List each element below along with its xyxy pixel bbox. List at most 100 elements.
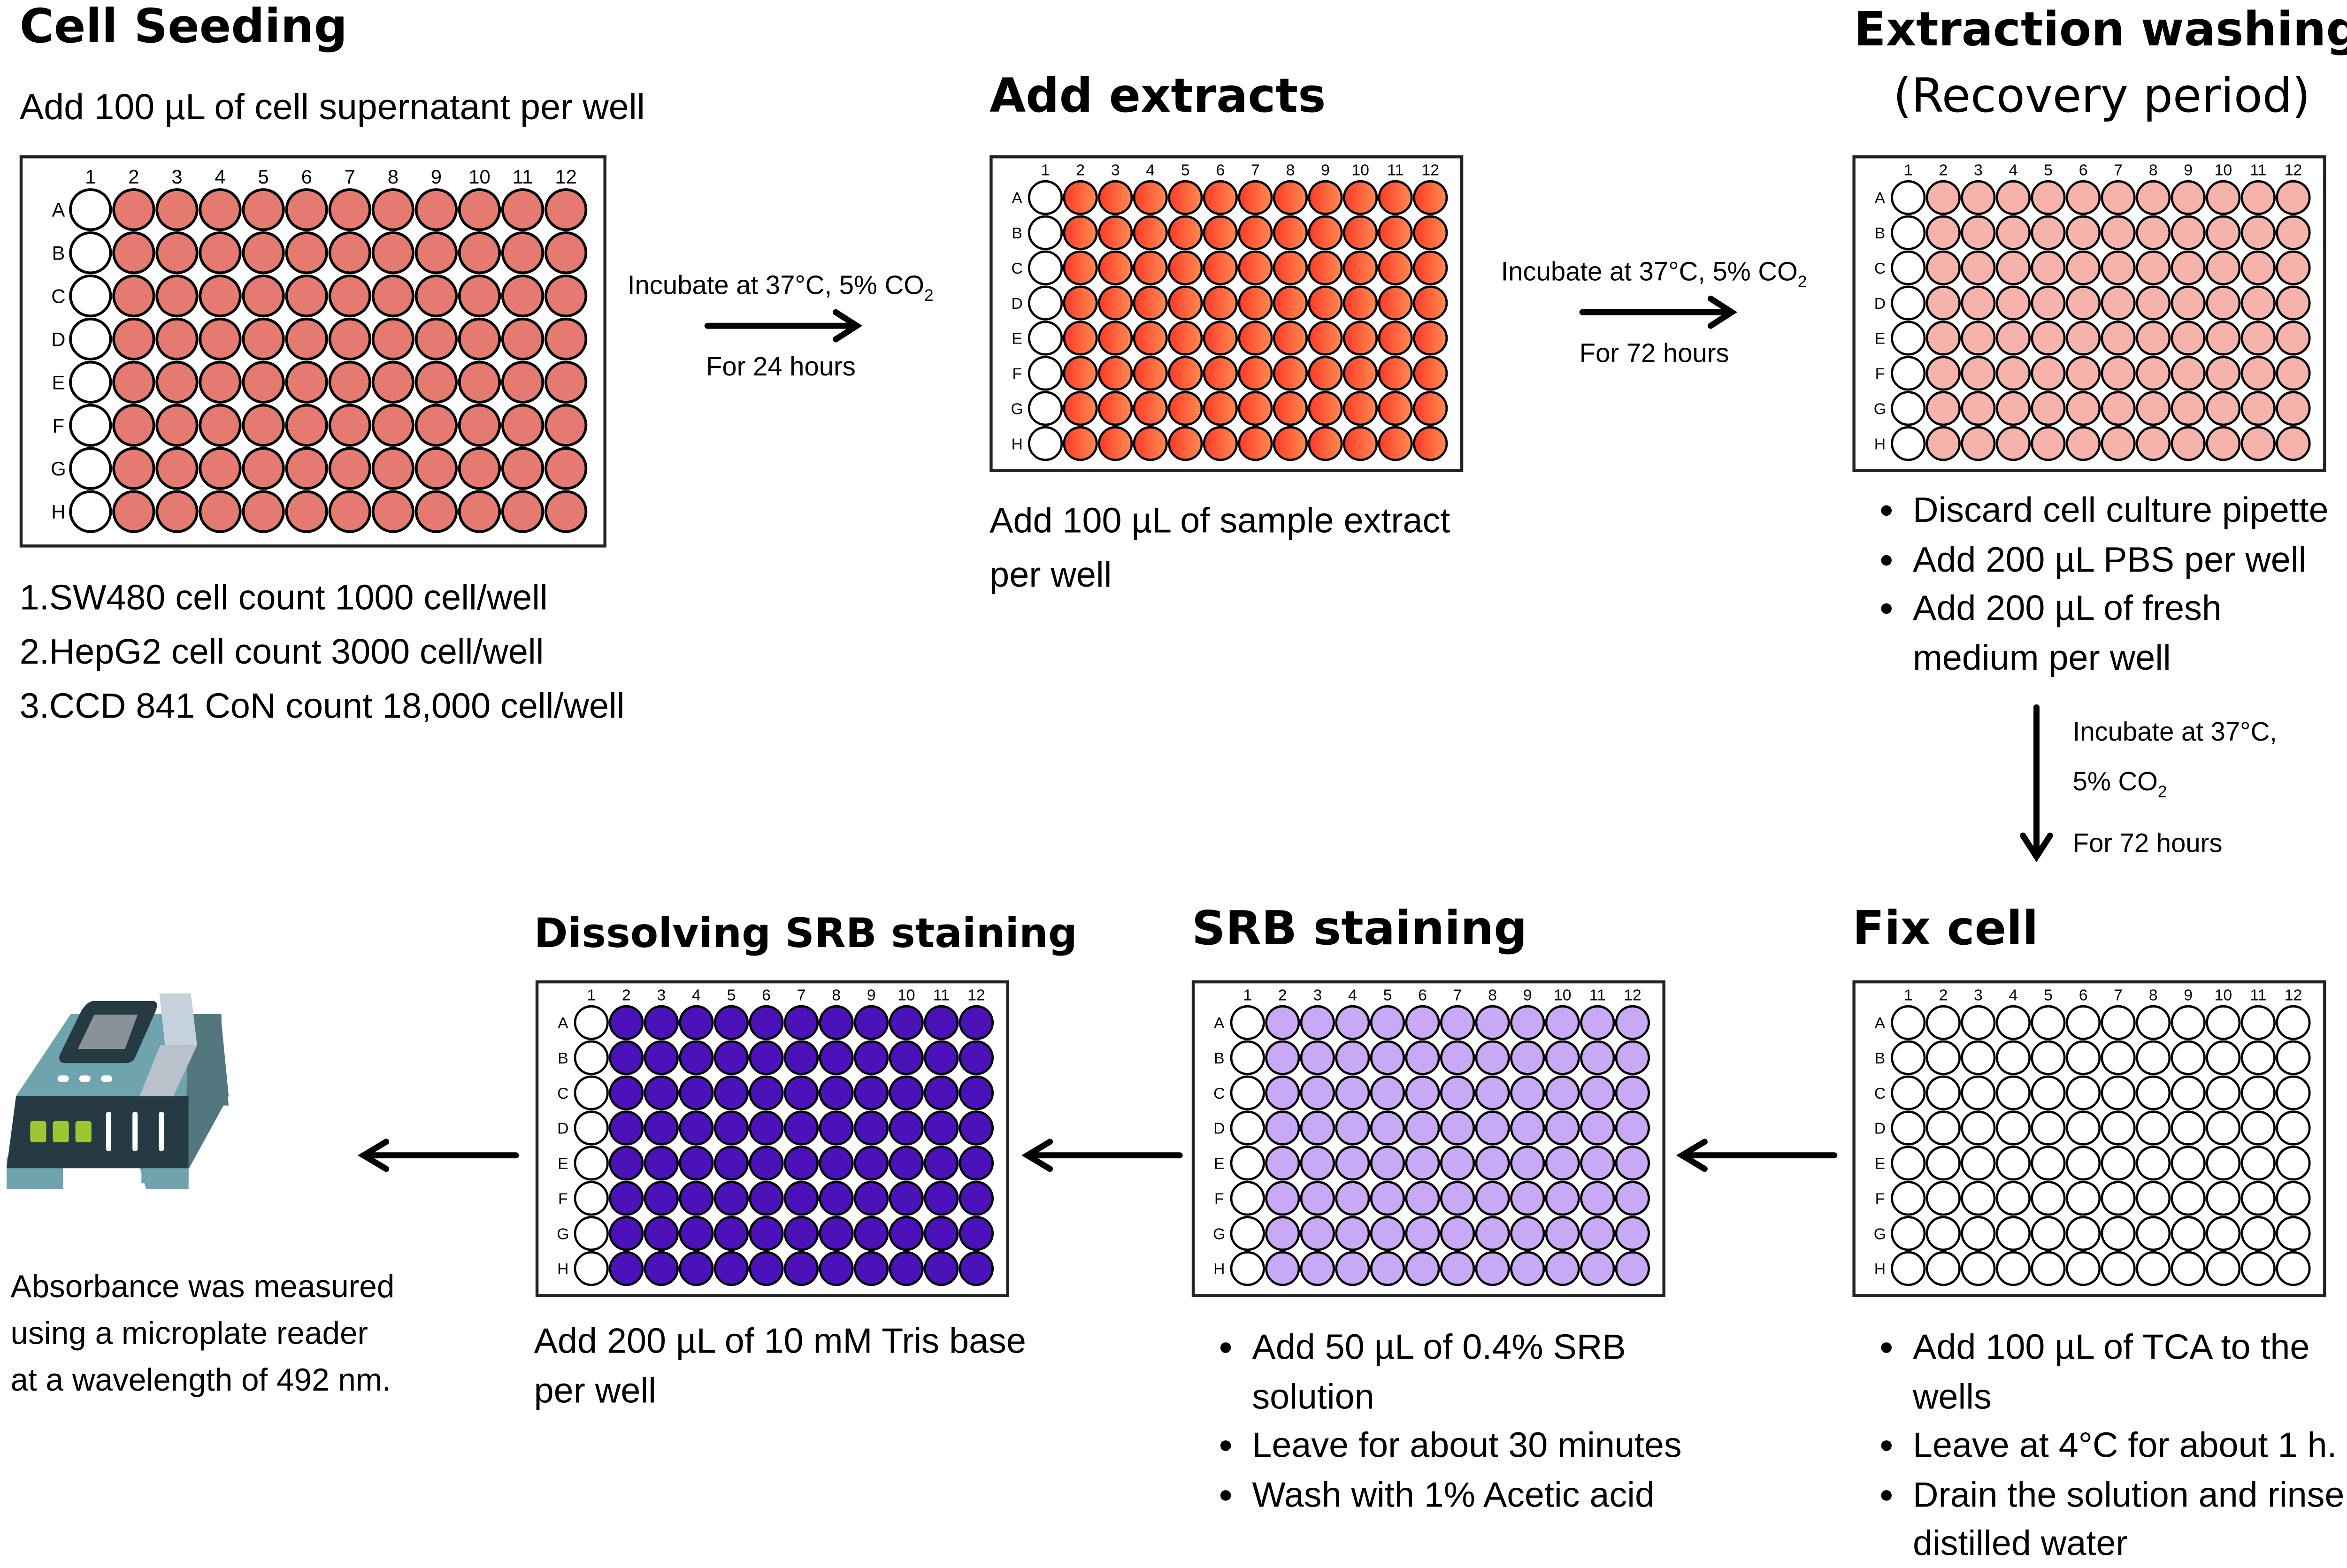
row-label: F [1214, 1190, 1224, 1208]
add-extracts-line: Add 100 µL of sample extract [989, 500, 1450, 540]
well-A3 [1300, 1005, 1335, 1040]
row-label: G [1213, 1225, 1225, 1243]
well-C4 [1995, 250, 2031, 285]
well-C2 [609, 1075, 644, 1110]
well-G2 [1265, 1216, 1300, 1251]
well-F12 [2276, 356, 2311, 391]
well-G1 [1230, 1216, 1265, 1251]
cell-count-2: 2.HepG2 cell count 3000 cell/well [19, 632, 544, 672]
well-C5 [1370, 1075, 1405, 1110]
well-B9 [2171, 215, 2206, 250]
well-E11 [2240, 1146, 2276, 1181]
well-A8 [1273, 180, 1308, 215]
well-G5 [242, 447, 285, 490]
well-C6 [1405, 1075, 1440, 1110]
well-A11 [2240, 180, 2276, 215]
well-G9 [1308, 391, 1343, 426]
well-E1 [1230, 1146, 1265, 1181]
row-label: E [1875, 1155, 1886, 1173]
well-G9 [854, 1216, 889, 1251]
well-B11 [2240, 215, 2276, 250]
well-D3 [1300, 1110, 1335, 1146]
well-F3 [1961, 1181, 1996, 1216]
well-E11 [1580, 1146, 1615, 1181]
well-E11 [924, 1146, 959, 1181]
well-C3 [1098, 250, 1133, 285]
well-D5 [713, 1110, 749, 1146]
well-H9 [2171, 426, 2206, 461]
well-G2 [609, 1216, 644, 1251]
well-A10 [889, 1005, 924, 1040]
well-G5 [1370, 1216, 1405, 1251]
well-H6 [285, 490, 328, 533]
well-D10 [2206, 285, 2241, 321]
well-H6 [1203, 426, 1238, 461]
well-D10 [1342, 285, 1378, 321]
well-B8 [2136, 1040, 2171, 1075]
well-D10 [458, 317, 501, 361]
well-B4 [679, 1040, 714, 1075]
well-F9 [854, 1181, 889, 1216]
well-H6 [1405, 1251, 1440, 1286]
well-H4 [1995, 1251, 2031, 1286]
well-G9 [2171, 391, 2206, 426]
well-A4 [1995, 1005, 2031, 1040]
well-C10 [1545, 1075, 1580, 1110]
well-D7 [2101, 1110, 2136, 1146]
well-H3 [1961, 426, 1996, 461]
well-B5 [1168, 215, 1203, 250]
column-label: 3 [1974, 986, 1983, 1004]
well-G8 [1273, 391, 1308, 426]
well-H10 [2206, 426, 2241, 461]
well-H10 [1342, 426, 1378, 461]
well-H4 [679, 1251, 714, 1286]
well-F7 [328, 404, 371, 447]
well-D4 [1335, 1110, 1370, 1146]
well-B12 [2276, 215, 2311, 250]
well-E9 [854, 1146, 889, 1181]
well-G2 [1925, 1216, 1961, 1251]
well-B12 [2276, 1040, 2311, 1075]
well-F4 [1995, 1181, 2031, 1216]
well-G10 [2206, 391, 2241, 426]
srb-staining-steps: Add 50 µL of 0.4% SRB solution Leave for… [1192, 1323, 1765, 1519]
well-D6 [1203, 285, 1238, 321]
well-F3 [1300, 1181, 1335, 1216]
well-B7 [1238, 215, 1273, 250]
well-F4 [1995, 356, 2031, 391]
well-A5 [242, 188, 285, 231]
row-label: C [1874, 1085, 1886, 1102]
well-C2 [1063, 250, 1098, 285]
well-B11 [924, 1040, 959, 1075]
well-D11 [924, 1110, 959, 1146]
well-A12 [544, 188, 588, 231]
well-C6 [2066, 1075, 2101, 1110]
column-label: 5 [727, 986, 736, 1004]
row-label: D [51, 328, 65, 350]
well-B8 [1273, 215, 1308, 250]
well-A2 [112, 188, 155, 231]
well-C8 [819, 1075, 854, 1110]
row-label: D [1874, 295, 1886, 313]
column-label: 6 [762, 986, 771, 1004]
well-B1 [1891, 1040, 1926, 1075]
column-label: 2 [1076, 161, 1085, 179]
well-D4 [1133, 285, 1168, 321]
well-G8 [1475, 1216, 1510, 1251]
well-G9 [414, 447, 458, 490]
well-H5 [2031, 426, 2066, 461]
well-C9 [1510, 1075, 1545, 1110]
column-label: 10 [1351, 161, 1369, 179]
well-H5 [1370, 1251, 1405, 1286]
well-E6 [2066, 321, 2101, 356]
well-F1 [1028, 356, 1063, 391]
well-F6 [1203, 356, 1238, 391]
well-F2 [1063, 356, 1098, 391]
well-D4 [1995, 1110, 2031, 1146]
well-F2 [1925, 1181, 1961, 1216]
well-B2 [609, 1040, 644, 1075]
well-F1 [574, 1181, 609, 1216]
well-A6 [285, 188, 328, 231]
